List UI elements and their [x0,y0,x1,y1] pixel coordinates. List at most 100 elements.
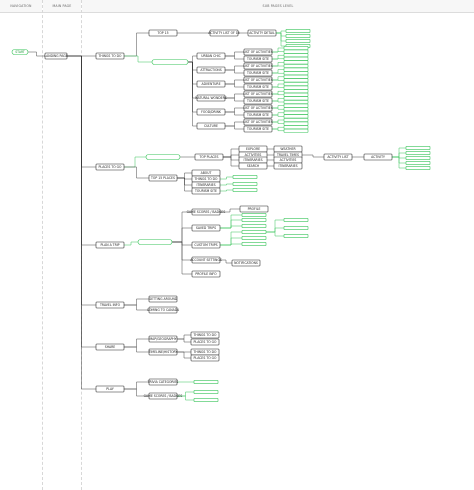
node-box-gr2 [405,151,431,156]
node-traveltimes: TRAVEL TIMES [273,151,303,159]
node-ts6: TOURISM SITE [243,125,273,133]
node-getting: GETTING AROUND [148,295,178,303]
node-label-coming: COMING TO CANADA [147,308,180,312]
node-gr1 [405,146,431,151]
connector-search_plan-profile_info [172,241,192,275]
node-box-gb21 [283,118,309,123]
node-label-explore: EXPLORE [246,147,260,151]
node-box-timeline [148,348,178,356]
node-box-getting [148,295,178,303]
node-label-ts4: TOURISM SITE [246,99,269,103]
connector-things-search_cats [124,55,152,63]
node-box-ts1 [243,55,273,63]
node-box-ts5 [243,111,273,119]
node-gr3 [405,156,431,161]
node-play: PLAY [95,385,125,393]
node-box-ts4 [243,97,273,105]
node-box-gr4 [405,161,431,166]
connector-itin3-gt2 [220,183,233,186]
node-top15: TOP 15 [148,29,178,37]
connector-loa4-gb14 [272,93,284,96]
node-custom: CUSTOM TRIPS [191,241,221,249]
node-label-loa5: LIST OF ACTIVITIES [243,106,272,110]
node-box-play [95,385,125,393]
node-landing: LANDING PAGE [44,52,68,60]
connector-map-tt1 [177,334,191,340]
node-box-places [95,163,125,171]
node-box-gb24 [283,128,309,133]
node-places: PLACES TO GO [95,163,125,171]
node-box-gb20 [283,114,309,119]
node-label-about: ABOUT [201,171,212,175]
connector-top15pl-about [177,172,192,179]
node-label-loa2: LIST OF ACTIVITIES [243,64,272,68]
node-search_pl [145,154,181,160]
connector-things-top15 [124,32,149,57]
node-box-gq1 [193,379,219,384]
connector-thingsdo2-gt1 [220,176,233,180]
node-loa6: LIST OF ACTIVITIES [243,118,273,126]
node-label-activities2: ACTIVITIES [280,158,297,162]
node-box-gp9 [283,234,309,239]
node-label-loa3: LIST OF ACTIVITIES [243,78,272,82]
node-g1 [285,28,311,33]
node-box-notifications [231,259,261,267]
node-label-itin3: ITINERARIES [196,183,215,187]
node-label-attractions: ATTRACTIONS [200,68,221,72]
node-saved: SAVED TRIPS [191,224,221,232]
node-gp3 [241,224,267,229]
node-label-urbanc: URBAN CHIC [201,54,221,58]
node-box-itin2 [273,162,303,170]
node-gb1 [283,45,309,50]
node-act_detail: ACTIVITY DETAIL [247,29,277,37]
node-coming: COMING TO CANADA [147,306,180,314]
node-box-gp1 [241,213,267,218]
node-label-start: START [15,50,25,54]
node-loa5: LIST OF ACTIVITIES [243,104,273,112]
node-label-top15pl: TOP 15 PLACES [150,176,175,180]
connector-ts5-gb19 [272,112,284,116]
node-gp4 [241,230,267,235]
node-act_list: ACTIVITY LIST OF 15 [208,29,240,37]
node-label-act_detail: ACTIVITY DETAIL [249,31,275,35]
connector-attractions-loa2 [225,65,244,71]
node-gp2 [241,218,267,223]
node-box-top15pl [148,174,178,182]
connector-loa3-gb9 [272,76,284,81]
node-box-travel [95,301,125,309]
node-box-gp4 [241,230,267,235]
connector-places-search_pl [124,156,146,168]
node-label-itin1: ITINERARIES [243,158,262,162]
node-label-loa1: LIST OF ACTIVITIES [243,50,272,54]
node-box-adventure [196,80,226,88]
node-box-gb3 [283,53,309,58]
connector-adventure-loa3 [225,79,244,85]
connector-search_cats-culture [188,61,197,127]
node-label-game: GAME SCORES / BADGES [187,210,226,214]
node-box-gp7 [283,218,309,223]
node-box-act_list [209,29,239,37]
node-box-gb5 [283,60,309,65]
node-timeline: TIMELINE/HISTORY [148,348,178,356]
node-box-attractions [196,66,226,74]
connector-ts4-gb15 [272,98,284,102]
node-top15pl: TOP 15 PLACES [148,174,178,182]
node-label-places: PLACES TO GO [99,165,122,169]
connector-saved-gp3 [220,225,242,229]
node-weather: WEATHER [273,145,303,153]
node-box-ts7 [191,187,221,195]
node-box-gb8 [283,71,309,76]
column-header-navigation: NAVIGATION [0,0,42,13]
node-label-play: PLAY [106,387,114,391]
node-label-weather: WEATHER [280,147,296,151]
node-ts5: TOURISM SITE [243,111,273,119]
node-label-top15: TOP 15 [156,31,168,35]
node-activities2: ACTIVITIES [273,156,303,164]
node-label-loa4: LIST OF ACTIVITIES [243,92,272,96]
node-label-map: MAP/GEOGRAPHY [149,337,176,341]
node-label-pg2: PLACES TO GO [194,356,217,360]
node-box-loa6 [243,118,273,126]
node-gb23 [283,125,309,130]
node-gb20 [283,114,309,119]
connector-urbanc-ts1 [225,55,244,60]
